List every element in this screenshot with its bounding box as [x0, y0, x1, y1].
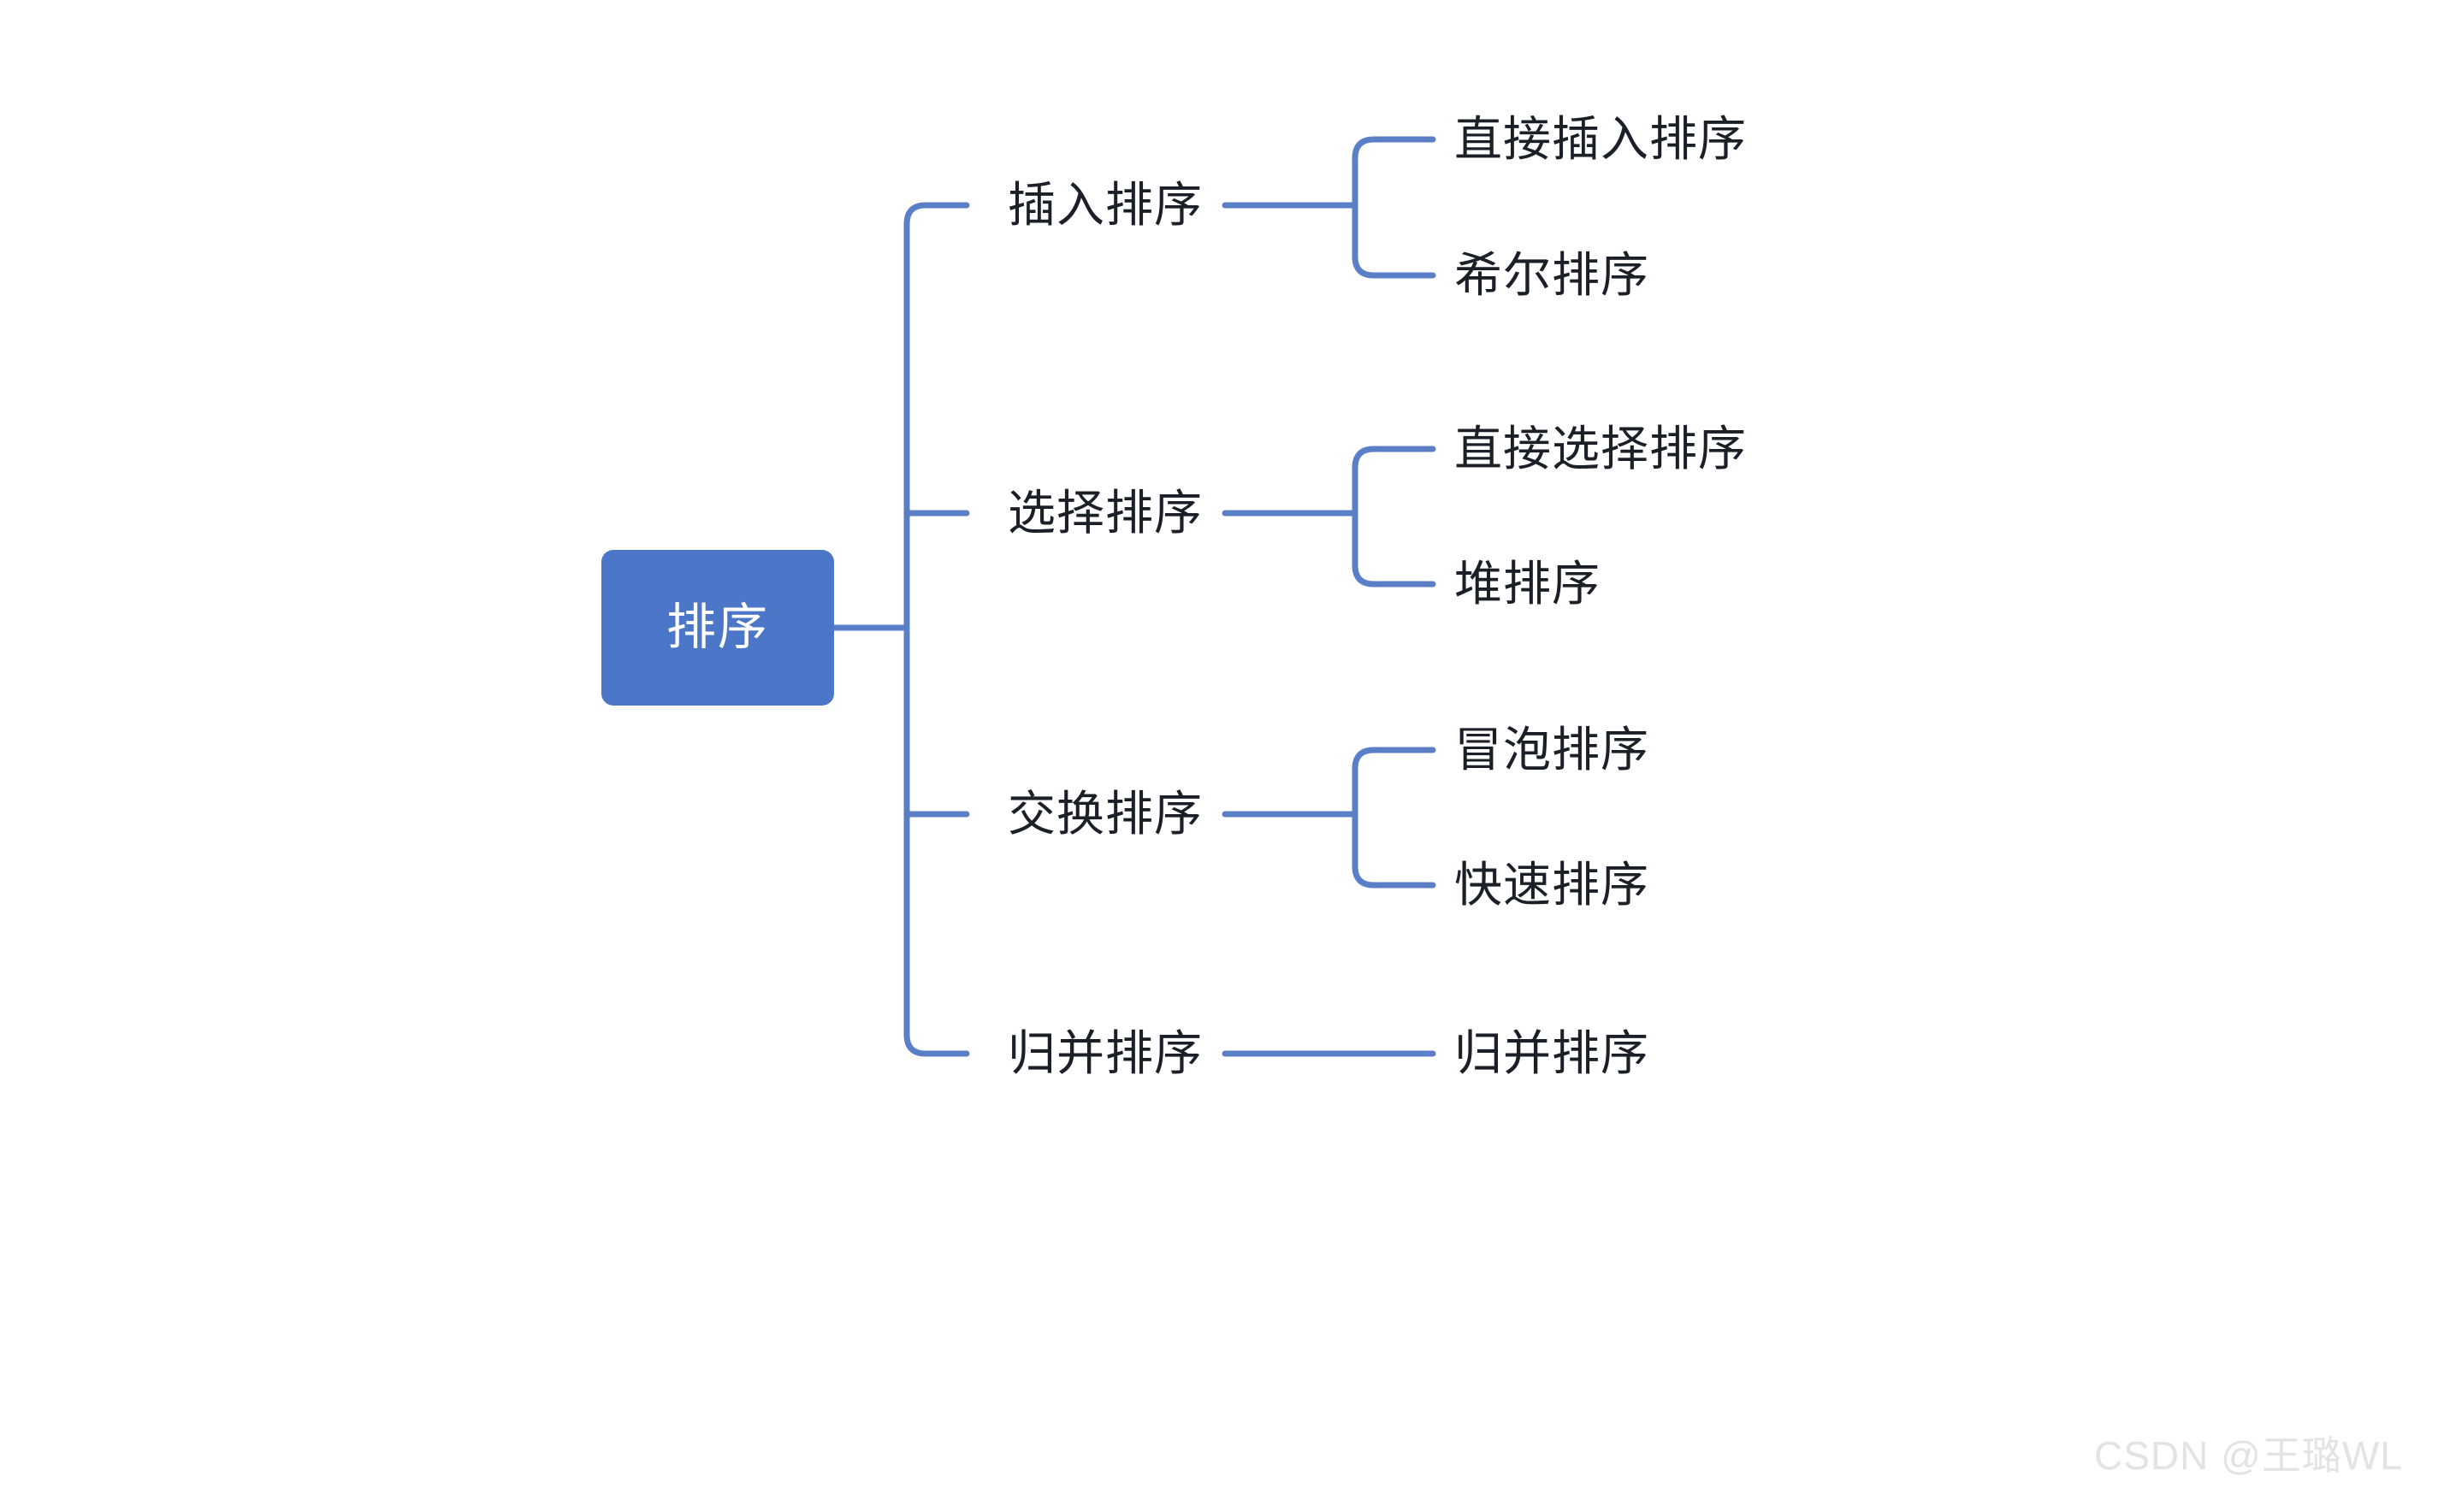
branch-node-4[interactable]: 归并排序 — [1008, 1026, 1203, 1080]
connector — [903, 202, 970, 227]
watermark: CSDN @王璐WL — [2094, 1433, 2403, 1478]
leaf-node-4-1[interactable]: 归并排序 — [1454, 1026, 1649, 1080]
root-node[interactable]: 排序 — [601, 550, 834, 706]
branch-node-3[interactable]: 交换排序 — [1008, 787, 1203, 841]
connector — [1352, 747, 1436, 772]
leaf-node-3-2[interactable]: 快速排序 — [1454, 858, 1649, 912]
leaf-node-1-1[interactable]: 直接插入排序 — [1454, 112, 1747, 166]
connector — [1352, 562, 1436, 588]
root-node-label: 排序 — [666, 599, 769, 655]
leaf-node-2-2[interactable]: 堆排序 — [1454, 557, 1601, 611]
connector — [1352, 863, 1436, 889]
connector — [903, 1031, 970, 1057]
branch-node-2[interactable]: 选择排序 — [1008, 486, 1203, 540]
branch-node-1[interactable]: 插入排序 — [1008, 178, 1203, 232]
leaf-node-3-1[interactable]: 冒泡排序 — [1454, 723, 1649, 777]
connector — [1352, 136, 1436, 162]
connector — [1352, 446, 1436, 471]
leaf-node-2-1[interactable]: 直接选择排序 — [1454, 422, 1747, 475]
connector — [1352, 253, 1436, 279]
leaf-node-1-2[interactable]: 希尔排序 — [1454, 248, 1649, 302]
